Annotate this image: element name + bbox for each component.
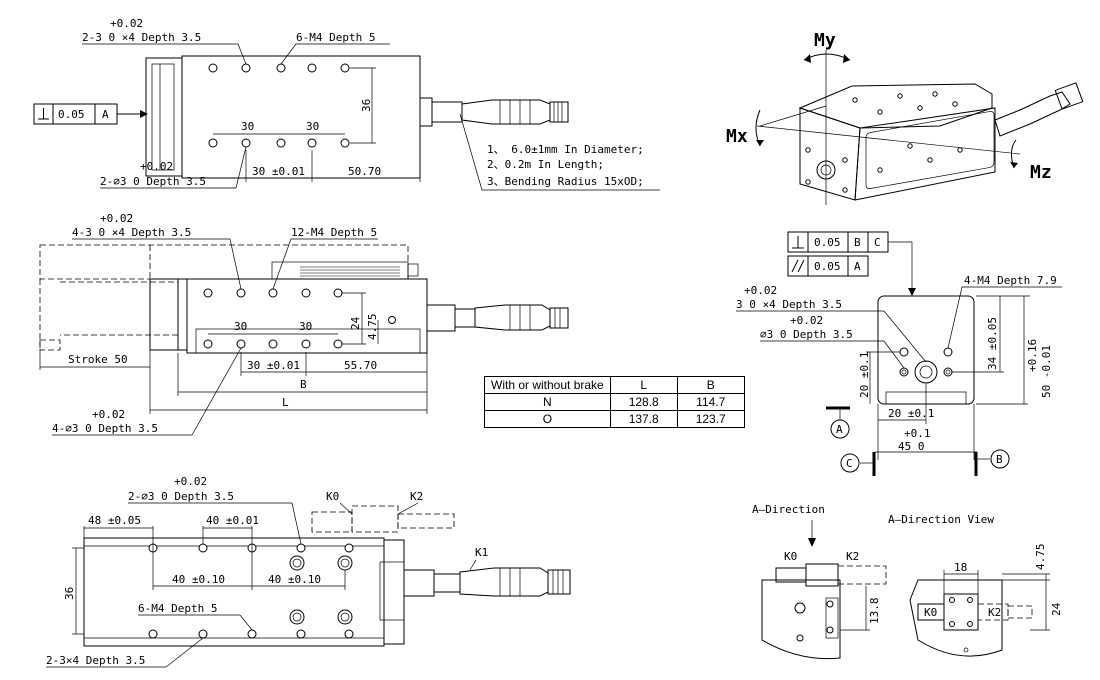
bottom-hole-spec: 2-3×4 Depth 3.5 [46, 654, 145, 667]
side-dim-30a: 30 [234, 320, 247, 333]
bottom-view-holes [148, 543, 354, 639]
iso-mz: Mz [1030, 162, 1052, 183]
side-dim-30b: 30 [299, 320, 312, 333]
dir-dim-138: 13.8 [868, 598, 881, 625]
side-dim-475: 4.75 [366, 314, 379, 341]
iso-mx: Mx [726, 126, 748, 147]
top-dim-5070: 50.70 [348, 165, 381, 178]
brake-cell: N [484, 393, 611, 411]
side-hole-tol: +0.02 [100, 212, 133, 225]
bottom-k2: K2 [410, 490, 423, 503]
top-m4-spec: 6-M4 Depth 5 [296, 31, 375, 44]
brake-cell: 123.7 [676, 410, 745, 428]
end-datum-a: A [836, 423, 843, 436]
dir-k2b: K2 [988, 606, 1001, 619]
top-dim-30a: 30 [241, 120, 254, 133]
side-stroke: Stroke 50 [68, 353, 128, 366]
end-tol-perp-c: C [874, 236, 881, 249]
brake-cell: O [484, 410, 611, 428]
brake-cell: 128.8 [609, 393, 678, 411]
top-flatness-val: 0.05 [58, 108, 85, 121]
end-dim-50-tol: +0.16 [1026, 339, 1039, 372]
brake-header-cell: With or without brake [484, 376, 611, 394]
bottom-dim-40a: 40 ±0.01 [206, 514, 259, 527]
dir-dim-475: 4.75 [1034, 544, 1047, 571]
end-tol-perp: 0.05 [814, 236, 841, 249]
cable-note-3: 3、Bending Radius 15xOD; [487, 175, 644, 188]
end-dim-50: 50 -0.01 [1040, 345, 1053, 398]
top-view: +0.02 2-3 0 ×4 Depth 3.5 6-M4 Depth 5 0.… [33, 17, 660, 191]
end-view: C B A 0.05 B C 0.05 A 4-M4 Depth 7.9 +0.… [736, 231, 1062, 476]
top-dim-36: 36 [360, 99, 373, 112]
end-pin-tol: +0.02 [790, 314, 823, 327]
end-dim-20h: 20 ±0.1 [888, 407, 934, 420]
side-pin-spec: 4-∅3 0 Depth 3.5 [52, 422, 158, 435]
bottom-pin-spec: 2-∅3 0 Depth 3.5 [128, 490, 234, 503]
top-pin-spec: 2-∅3 0 Depth 3.5 [100, 175, 206, 188]
top-hole-tol: +0.02 [110, 17, 143, 30]
end-pin-spec: ∅3 0 Depth 3.5 [760, 328, 853, 341]
dir-dim-18: 18 [954, 561, 967, 574]
end-hole-spec: 3 0 ×4 Depth 3.5 [736, 298, 842, 311]
bottom-dim-40c: 40 ±0.10 [268, 573, 321, 586]
side-hole-spec: 4-3 0 ×4 Depth 3.5 [72, 226, 191, 239]
dir-title-b: A—Direction View [888, 513, 994, 526]
direction-views: A—Direction A—Direction View K0 K2 13.8 … [752, 503, 1063, 660]
cable-note-1: 1、 6.0±1mm In Diameter; [487, 143, 644, 156]
top-view-holes [208, 63, 350, 148]
dir-k2a: K2 [846, 550, 859, 563]
bottom-dim-36: 36 [63, 587, 76, 600]
brake-table-header: With or without brake L B [484, 376, 745, 394]
dir-k0b: K0 [924, 606, 937, 619]
side-pin-tol: +0.02 [92, 408, 125, 421]
dir-k0a: K0 [784, 550, 797, 563]
brake-header-cell: L [609, 376, 678, 394]
top-flatness-ref: A [102, 108, 109, 121]
end-dim-45-tol: +0.1 [904, 427, 931, 440]
side-dim-5570: 55.70 [344, 359, 377, 372]
top-hole-spec: 2-3 0 ×4 Depth 3.5 [82, 31, 201, 44]
brake-table: With or without brake L B N 128.8 114.7 … [484, 376, 745, 428]
iso-my: My [814, 30, 836, 51]
side-dim-24: 24 [349, 316, 362, 330]
top-dim-30-tol: 30 ±0.01 [252, 165, 305, 178]
end-m4: 4-M4 Depth 7.9 [964, 274, 1057, 287]
table-row: O 137.8 123.7 [484, 410, 745, 428]
end-dim-45: 45 0 [898, 440, 925, 453]
bottom-dim-48: 48 ±0.05 [88, 514, 141, 527]
brake-cell: 137.8 [609, 410, 678, 428]
bottom-view: +0.02 2-∅3 0 Depth 3.5 48 ±0.05 40 ±0.01… [46, 475, 571, 668]
end-dim-20v: 20 ±0.1 [858, 352, 871, 398]
side-dim-l: L [282, 396, 289, 409]
side-dim-30-tol: 30 ±0.01 [247, 359, 300, 372]
top-dim-30b: 30 [306, 120, 319, 133]
end-tol-par-a: A [854, 260, 861, 273]
dir-dim-24: 24 [1050, 602, 1063, 616]
end-hole-tol: +0.02 [744, 284, 777, 297]
end-datum-c: C [846, 457, 853, 470]
bottom-pin-tol: +0.02 [174, 475, 207, 488]
bottom-k1: K1 [475, 546, 488, 559]
cable-note-2: 2、0.2m In Length; [487, 158, 604, 171]
bottom-dim-40b: 40 ±0.10 [172, 573, 225, 586]
side-m4-spec: 12-M4 Depth 5 [291, 226, 377, 239]
table-row: N 128.8 114.7 [484, 393, 745, 411]
side-dim-b: B [300, 378, 307, 391]
end-tol-par: 0.05 [814, 260, 841, 273]
brake-header-cell: B [676, 376, 745, 394]
end-tol-perp-b: B [854, 236, 861, 249]
end-dim-34: 34 ±0.05 [986, 317, 999, 370]
iso-view: My Mx Mz [726, 30, 1084, 205]
brake-cell: 114.7 [676, 393, 745, 411]
side-view-holes [203, 288, 396, 349]
top-pin-tol: +0.02 [140, 160, 173, 173]
end-datum-b: B [996, 453, 1003, 466]
side-view: +0.02 4-3 0 ×4 Depth 3.5 12-M4 Depth 5 2… [39, 212, 569, 436]
dir-title-a: A—Direction [752, 503, 825, 516]
bottom-m4-spec: 6-M4 Depth 5 [138, 602, 217, 615]
bottom-k0: K0 [326, 490, 339, 503]
